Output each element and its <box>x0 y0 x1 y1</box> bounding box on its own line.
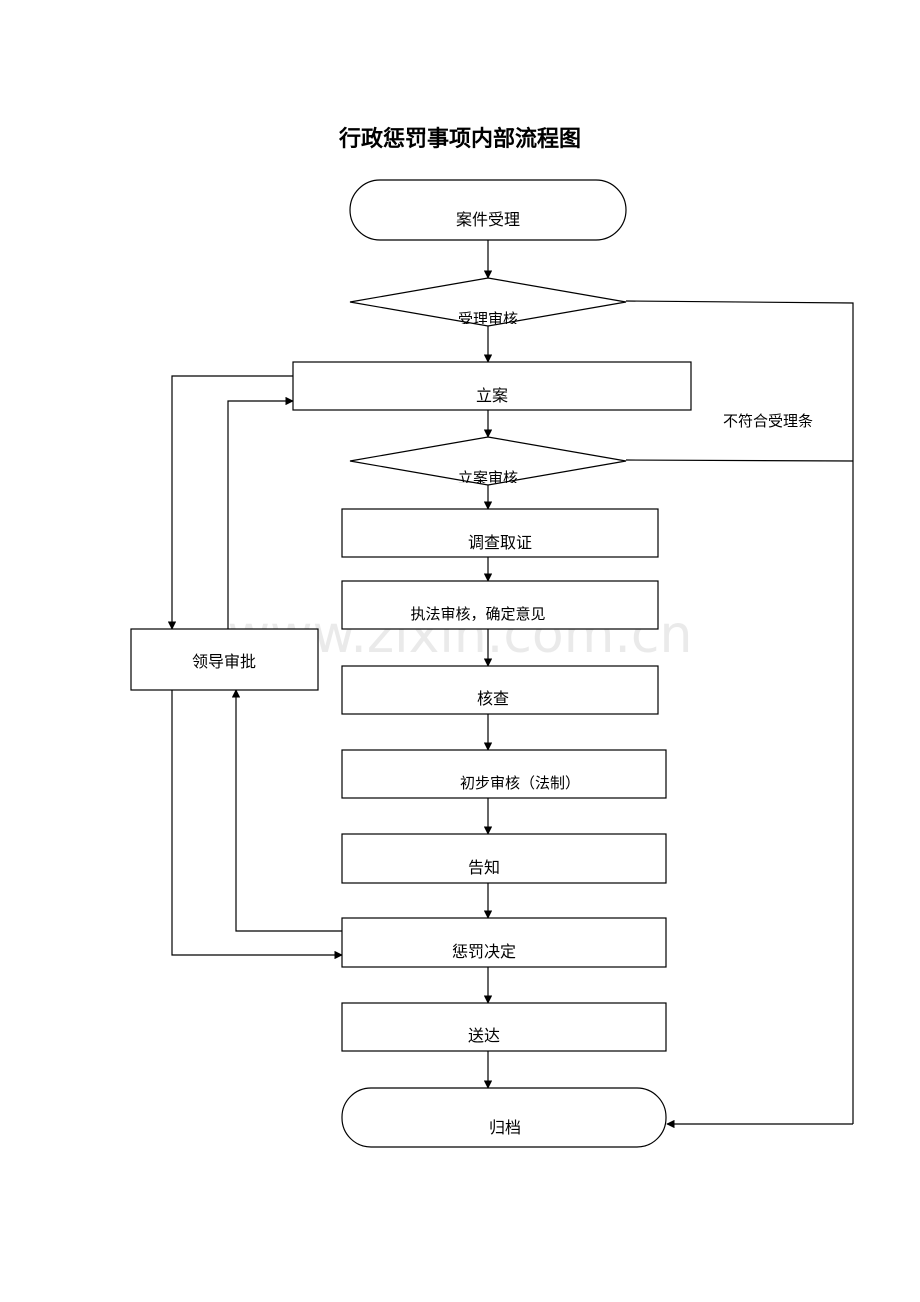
node-notify: 告知 <box>341 833 667 884</box>
edge-leader-register <box>227 396 294 629</box>
node-enforce-review: 执法审核，确定意见 <box>341 580 659 630</box>
node-legal-review-label: 初步审核（法制） <box>460 774 580 792</box>
node-investigate: 调查取证 <box>341 508 659 558</box>
node-archive-label: 归档 <box>489 1118 521 1137</box>
edges <box>167 240 854 1129</box>
node-enforce-review-label: 执法审核，确定意见 <box>410 605 545 623</box>
node-investigate-label: 调查取证 <box>468 533 532 552</box>
node-leader: 领导审批 <box>130 628 319 691</box>
edge-decision-leader <box>231 689 342 932</box>
node-leader-label: 领导审批 <box>192 652 256 671</box>
node-archive: 归档 <box>341 1087 667 1148</box>
node-register-label: 立案 <box>476 386 508 405</box>
node-notify-label: 告知 <box>468 858 500 877</box>
edge-register-leader <box>167 375 293 630</box>
node-decision-label: 惩罚决定 <box>452 942 516 961</box>
node-legal-review: 初步审核（法制） <box>341 749 667 799</box>
node-verify: 核查 <box>341 665 659 715</box>
node-review: 受理审核 <box>349 277 627 328</box>
node-deliver-label: 送达 <box>468 1026 500 1045</box>
node-start-label: 案件受理 <box>456 210 520 229</box>
page-title: 行政惩罚事项内部流程图 <box>338 126 581 152</box>
node-verify-label: 核查 <box>477 689 509 708</box>
node-decision: 惩罚决定 <box>341 917 667 968</box>
node-register: 立案 <box>292 361 692 411</box>
node-deliver: 送达 <box>341 1002 667 1052</box>
edge-label-reject: 不符合受理条 <box>723 412 813 430</box>
node-review-label: 受理审核 <box>458 310 518 328</box>
node-start: 案件受理 <box>349 179 627 241</box>
edge-check-reject <box>625 459 854 462</box>
edge-leader-decision <box>171 690 343 960</box>
edge-review-reject <box>625 300 854 1124</box>
node-check-register: 立案审核 <box>349 436 627 487</box>
node-check-register-label: 立案审核 <box>458 469 518 487</box>
